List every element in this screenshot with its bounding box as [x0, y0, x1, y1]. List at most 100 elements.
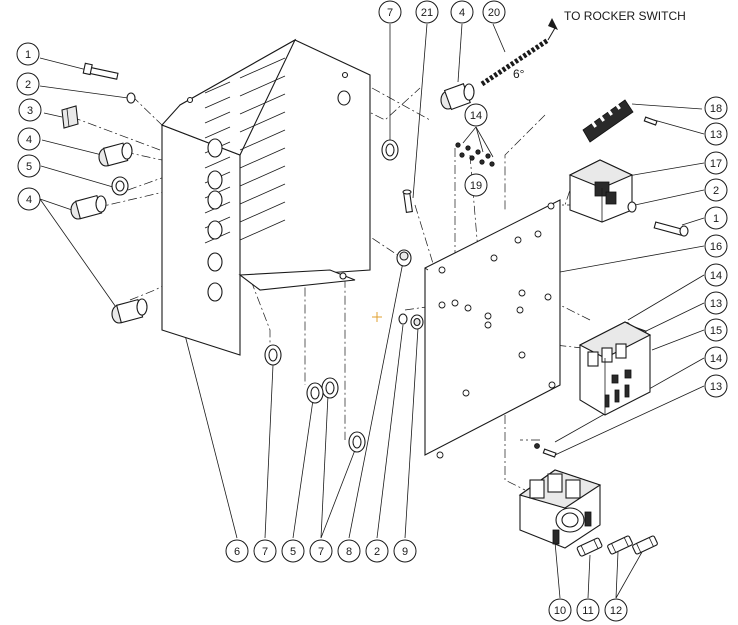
callout-circle [704, 263, 728, 287]
callout-circle [464, 173, 488, 197]
callout-17: 17 [704, 151, 728, 175]
annotation-length: 6° [513, 67, 525, 81]
contactor-part-15 [578, 321, 652, 416]
callout-4c: 4 [450, 0, 474, 24]
callout-label: 14 [710, 270, 722, 282]
callout-21: 21 [415, 0, 439, 24]
callout-14a: 14 [464, 103, 488, 127]
callout-label: 4 [459, 7, 465, 19]
screws-part-14-19 [455, 142, 495, 167]
callout-label: 11 [582, 605, 593, 617]
callout-label: 14 [470, 110, 482, 122]
callout-1a: 1 [16, 42, 40, 66]
callout-14c: 14 [704, 346, 728, 370]
annotation-to-rocker-switch: TO ROCKER SWITCH [564, 9, 686, 23]
callout-label: 3 [27, 105, 33, 117]
cord-grip-part-4-upper [98, 142, 133, 167]
callout-19: 19 [464, 173, 488, 197]
callout-circle [337, 539, 361, 563]
callout-label: 1 [25, 49, 31, 61]
washer-part-2 [126, 92, 136, 104]
callout-label: 9 [402, 546, 408, 558]
callout-label: 5 [26, 161, 32, 173]
callout-label: 7 [318, 546, 324, 558]
callout-circle [450, 0, 474, 24]
callout-label: 12 [610, 605, 622, 617]
callout-circle [576, 598, 600, 622]
spacer-part-8 [396, 249, 412, 267]
callout-label: 2 [25, 79, 31, 91]
lock-nut-part-5 [111, 176, 129, 196]
callout-label: 2 [713, 185, 719, 197]
callout-7b: 7 [253, 539, 277, 563]
callout-5b: 5 [281, 539, 305, 563]
callout-label: 21 [421, 7, 433, 19]
callout-label: 5 [290, 546, 296, 558]
fuses-part-11-12 [576, 535, 658, 557]
callout-7a: 7 [378, 0, 402, 24]
callout-13c: 13 [704, 374, 728, 398]
callout-circle [482, 0, 506, 24]
left-hardware [61, 62, 148, 324]
leader-lines [39, 23, 705, 599]
lock-nut-part-5-lower [306, 382, 324, 404]
callout-circle [365, 539, 389, 563]
callout-15: 15 [704, 318, 728, 342]
callout-circle [18, 98, 42, 122]
callout-14b: 14 [704, 263, 728, 287]
callout-label: 15 [710, 325, 722, 337]
callout-label: 19 [470, 180, 482, 192]
callout-circle [548, 598, 572, 622]
callout-circle [309, 539, 333, 563]
callout-circle [704, 291, 728, 315]
callout-circle [17, 127, 41, 151]
washer-part-2-right [627, 201, 637, 213]
callout-label: 17 [710, 158, 722, 170]
callout-circle [16, 72, 40, 96]
callout-10: 10 [548, 598, 572, 622]
cord-grip-part-4-middle [70, 194, 107, 220]
callout-label: 13 [710, 129, 722, 141]
callout-circle [464, 103, 488, 127]
terminal-strip-part-18 [582, 99, 634, 143]
callout-2b: 2 [704, 178, 728, 202]
callout-6: 6 [225, 539, 249, 563]
callout-circle [604, 598, 628, 622]
callout-label: 1 [713, 213, 719, 225]
cord-grip-part-4-lower [111, 298, 148, 324]
cable-part-20 [480, 18, 558, 87]
callout-12: 12 [604, 598, 628, 622]
nut-part-9 [410, 314, 424, 330]
callout-label: 4 [26, 194, 32, 206]
callout-circle [378, 0, 402, 24]
callout-label: 6 [234, 546, 240, 558]
callout-label: 13 [710, 298, 722, 310]
callout-circle [393, 539, 417, 563]
callout-circle [225, 539, 249, 563]
cord-grip-part-4-top [440, 83, 475, 111]
callout-circle [704, 96, 728, 120]
center-marker-icon [372, 312, 382, 322]
callout-20: 20 [482, 0, 506, 24]
callout-circle [253, 539, 277, 563]
callout-11: 11 [576, 598, 600, 622]
callout-label: 13 [710, 381, 722, 393]
fuse-holder-part-10 [518, 469, 602, 549]
callout-circle [704, 206, 728, 230]
relay-part-17 [568, 159, 634, 223]
callout-label: 16 [710, 241, 722, 253]
grommets-part-7 [264, 139, 399, 453]
callout-18: 18 [704, 96, 728, 120]
callout-circle [16, 42, 40, 66]
callout-circle [415, 0, 439, 24]
screw-part-1-right [653, 221, 689, 237]
callout-7c: 7 [309, 539, 333, 563]
callout-3: 3 [18, 98, 42, 122]
callout-label: 4 [26, 134, 32, 146]
mounting-plate-part-16 [424, 199, 561, 459]
callout-2a: 2 [16, 72, 40, 96]
callout-circle [281, 539, 305, 563]
arrow-to-rocker-icon [548, 18, 558, 30]
callout-circle [704, 122, 728, 146]
